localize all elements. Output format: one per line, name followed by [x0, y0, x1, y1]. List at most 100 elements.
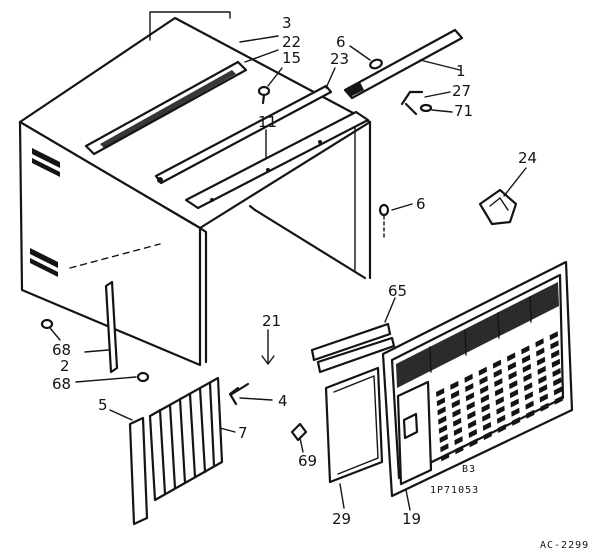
- rail-end: [157, 177, 163, 183]
- label-68-upper: 68: [52, 341, 71, 359]
- screw-6-right-head: [378, 203, 390, 217]
- grille-vent-slot: [521, 345, 530, 355]
- grille-vent-slot: [465, 383, 474, 392]
- louver-slat: [188, 392, 197, 479]
- label-7: 7: [238, 424, 248, 442]
- label-2: 2: [60, 357, 70, 375]
- cabinet-corner-edge: [198, 226, 208, 364]
- grille-vent-slot: [483, 431, 492, 441]
- grille-vent-slot: [494, 378, 503, 387]
- grille-vent-slot: [540, 402, 549, 412]
- label-24: 24: [518, 149, 537, 167]
- filter-body: [324, 366, 384, 484]
- grille-vent-slot: [440, 452, 450, 462]
- grille-vent-slot: [535, 338, 544, 348]
- label-5: 5: [98, 396, 108, 414]
- panel-part-5: [109, 409, 149, 526]
- alignment-dashed-line: [69, 243, 161, 269]
- grille-vent-slot: [437, 406, 446, 416]
- label-11: 11: [258, 113, 277, 131]
- bracket-part-27: [400, 90, 451, 116]
- support-part-11: [184, 110, 370, 210]
- label-3: 3: [282, 14, 292, 32]
- grille-vent-slot: [509, 389, 519, 399]
- grille-vent-slot: [451, 399, 460, 409]
- leader-15: [267, 67, 283, 87]
- grille-control-window: [402, 412, 419, 440]
- screw-part-15: [257, 67, 283, 105]
- label-69: 69: [298, 452, 317, 470]
- grille-vent-slot: [496, 405, 505, 415]
- leader-27: [424, 91, 451, 98]
- leader-4: [239, 397, 273, 401]
- handle-part-4: [228, 382, 273, 406]
- grille-louver-dividers: [429, 296, 532, 373]
- leader-22: [244, 49, 279, 63]
- leader-71: [431, 109, 453, 113]
- leader-65: [384, 297, 396, 323]
- pointer-21: [261, 329, 275, 366]
- leader-5: [109, 409, 133, 421]
- grille-vent-slot: [524, 391, 534, 401]
- grille-vent-slot: [481, 403, 490, 413]
- grille-model-mark: B3: [462, 464, 476, 475]
- post-bar: [104, 280, 119, 374]
- louver-slat: [158, 408, 167, 496]
- grille-vent-slot: [482, 421, 492, 431]
- drawing-code: AC-2299: [540, 540, 589, 551]
- grille-vent-slot: [464, 373, 473, 383]
- grille-vent-slot: [438, 415, 447, 425]
- grille-vent-slot: [511, 407, 520, 417]
- grille-vent-slot: [553, 377, 562, 387]
- grille-vent-slot: [438, 424, 448, 434]
- clip-69-shape: [290, 422, 308, 442]
- clip-part-69: [290, 422, 308, 453]
- grille-vent-slot: [467, 410, 476, 420]
- leader-2: [84, 349, 109, 353]
- grille-vent-slot: [522, 363, 531, 373]
- gasket-pattern: [100, 70, 236, 148]
- front-grille-part-19: [381, 260, 574, 511]
- grille-top-louvers: [396, 282, 559, 388]
- grille-vent-slot: [439, 434, 448, 443]
- grille-vent-grid: [436, 331, 563, 462]
- grille-vent-slot: [452, 408, 461, 418]
- screw-68-upper-head: [40, 318, 54, 330]
- grille-vent-slot: [509, 380, 518, 390]
- grille-vent-slot: [536, 347, 545, 357]
- knob-body: [478, 188, 518, 226]
- leader-69: [299, 437, 304, 453]
- grille-vent-slot: [526, 409, 535, 419]
- grille-vent-slot: [524, 382, 533, 392]
- screw-part-6-top: [349, 45, 383, 70]
- grille-vent-slot: [523, 373, 532, 382]
- grille-vent-slot: [495, 396, 504, 406]
- label-4: 4: [278, 392, 288, 410]
- gasket-part-65: [310, 297, 396, 374]
- knob-part-24: [478, 167, 527, 226]
- screw-part-6-right: [378, 203, 413, 239]
- label-21: 21: [262, 312, 281, 330]
- knob-detail: [489, 196, 509, 211]
- grille-vent-slot: [538, 384, 548, 394]
- grille-vent-slot: [521, 354, 531, 364]
- cabinet-side-face: [18, 120, 202, 367]
- grille-vent-slot: [494, 387, 504, 397]
- panel-5-body: [128, 416, 149, 526]
- grille-vent-slot: [469, 438, 478, 448]
- grille-vent-slot: [537, 365, 546, 375]
- grille-inner-frame: [390, 273, 565, 480]
- grille-vent-slot: [465, 392, 475, 402]
- grille-vent-slot: [497, 424, 507, 433]
- grille-vent-slot: [467, 419, 477, 429]
- grille-vent-slot: [552, 368, 561, 377]
- handle-shape: [228, 382, 250, 406]
- louver-slat: [168, 403, 177, 490]
- label-65: 65: [388, 282, 407, 300]
- support-hole: [266, 168, 270, 172]
- rail-part-23: [154, 67, 336, 185]
- cabinet-inner-corner: [248, 204, 257, 212]
- cabinet-bottom-rail: [253, 208, 367, 280]
- leader-1: [419, 59, 461, 71]
